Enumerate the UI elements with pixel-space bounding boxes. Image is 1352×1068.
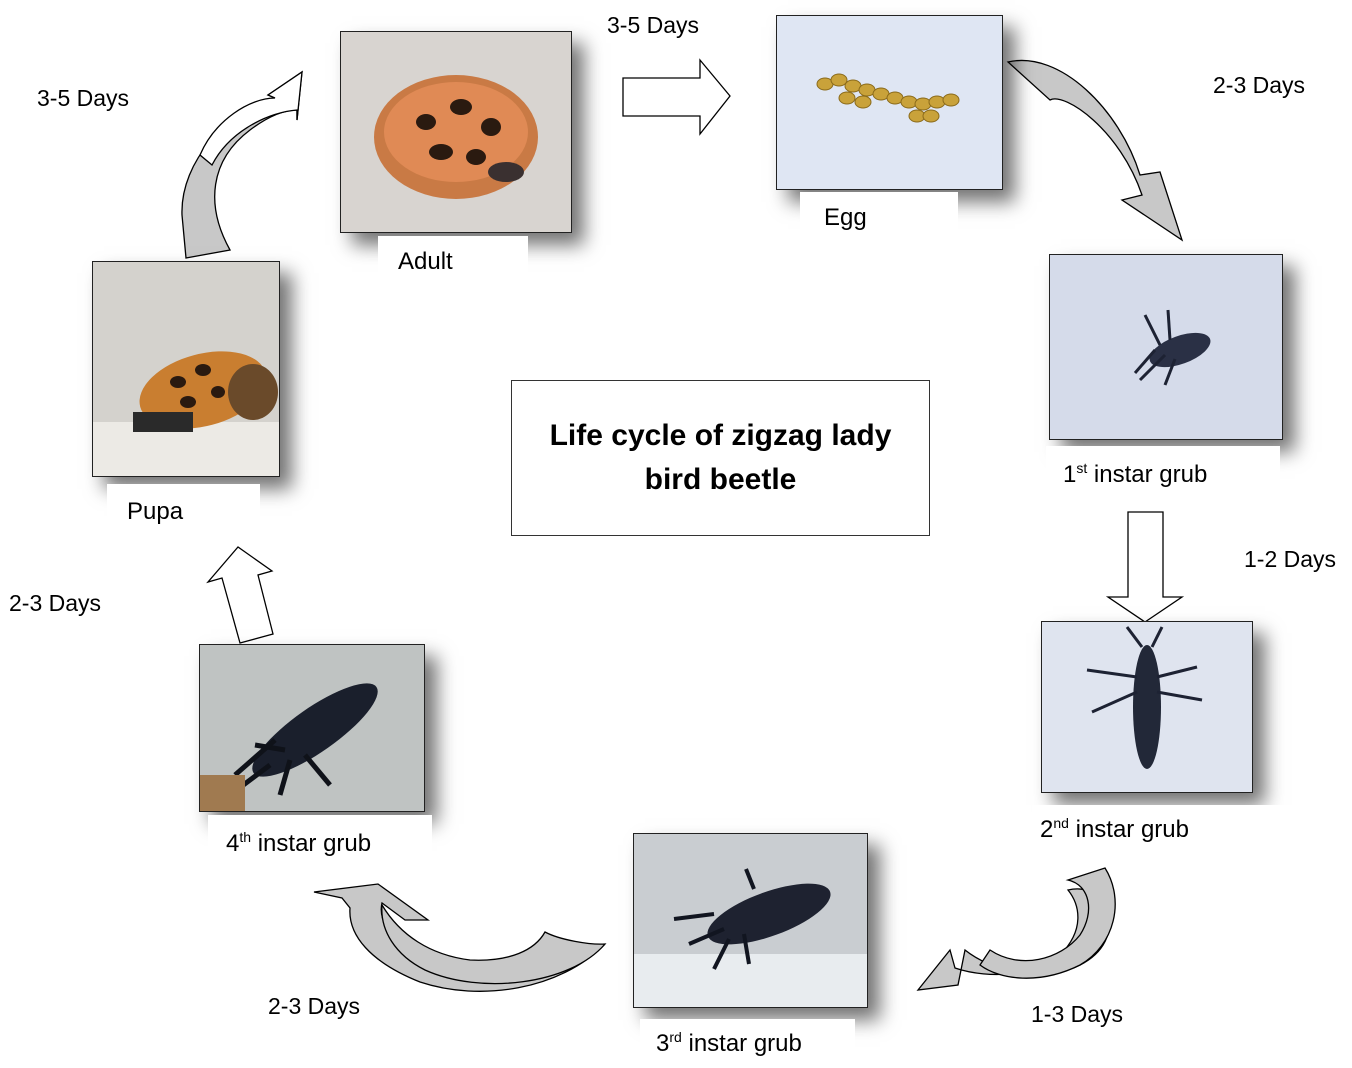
duration-instar1-to-instar2: 1-2 Days	[1244, 546, 1336, 573]
arrow-pupa-to-adult-white	[200, 72, 302, 165]
title-box: Life cycle of zigzag lady bird beetle	[511, 380, 930, 536]
egg-cluster-image	[777, 16, 1002, 189]
arrow-instar4-to-pupa	[208, 547, 273, 643]
instar4-grub-image	[200, 645, 424, 811]
stage-label-pupa: Pupa	[107, 484, 260, 534]
stage-label-instar4: 4th instar grub	[208, 815, 432, 863]
duration-instar3-to-instar4: 2-3 Days	[268, 993, 360, 1020]
duration-adult-to-egg: 3-5 Days	[607, 12, 699, 39]
duration-instar4-to-pupa: 2-3 Days	[9, 590, 101, 617]
arrow-adult-to-egg	[623, 60, 730, 134]
arrow-instar2-to-instar3-tip	[980, 868, 1115, 978]
adult-photo	[340, 31, 572, 233]
instar3-grub-image	[634, 834, 867, 1007]
instar4-photo	[199, 644, 425, 812]
instar1-photo	[1049, 254, 1283, 440]
instar2-photo	[1041, 621, 1253, 793]
duration-instar2-to-instar3: 1-3 Days	[1031, 1001, 1123, 1028]
pupa-photo	[92, 261, 280, 477]
instar1-grub-image	[1050, 255, 1282, 439]
stage-label-instar2: 2nd instar grub	[1032, 805, 1290, 849]
egg-photo	[776, 15, 1003, 190]
instar3-photo	[633, 833, 868, 1008]
instar2-grub-image	[1042, 622, 1252, 792]
duration-pupa-to-adult: 3-5 Days	[37, 85, 129, 112]
diagram-title: Life cycle of zigzag lady bird beetle	[531, 414, 911, 502]
stage-label-instar3: 3rd instar grub	[640, 1019, 855, 1064]
stage-label-egg: Egg	[800, 192, 958, 244]
stage-label-adult: Adult	[378, 236, 528, 284]
arrow-egg-to-instar1	[1008, 60, 1182, 240]
adult-ladybird-image	[341, 32, 571, 232]
stage-label-instar1: 1st instar grub	[1046, 446, 1280, 494]
arrow-instar1-to-instar2	[1108, 512, 1182, 622]
pupa-image	[93, 262, 279, 476]
duration-egg-to-instar1: 2-3 Days	[1213, 72, 1305, 99]
